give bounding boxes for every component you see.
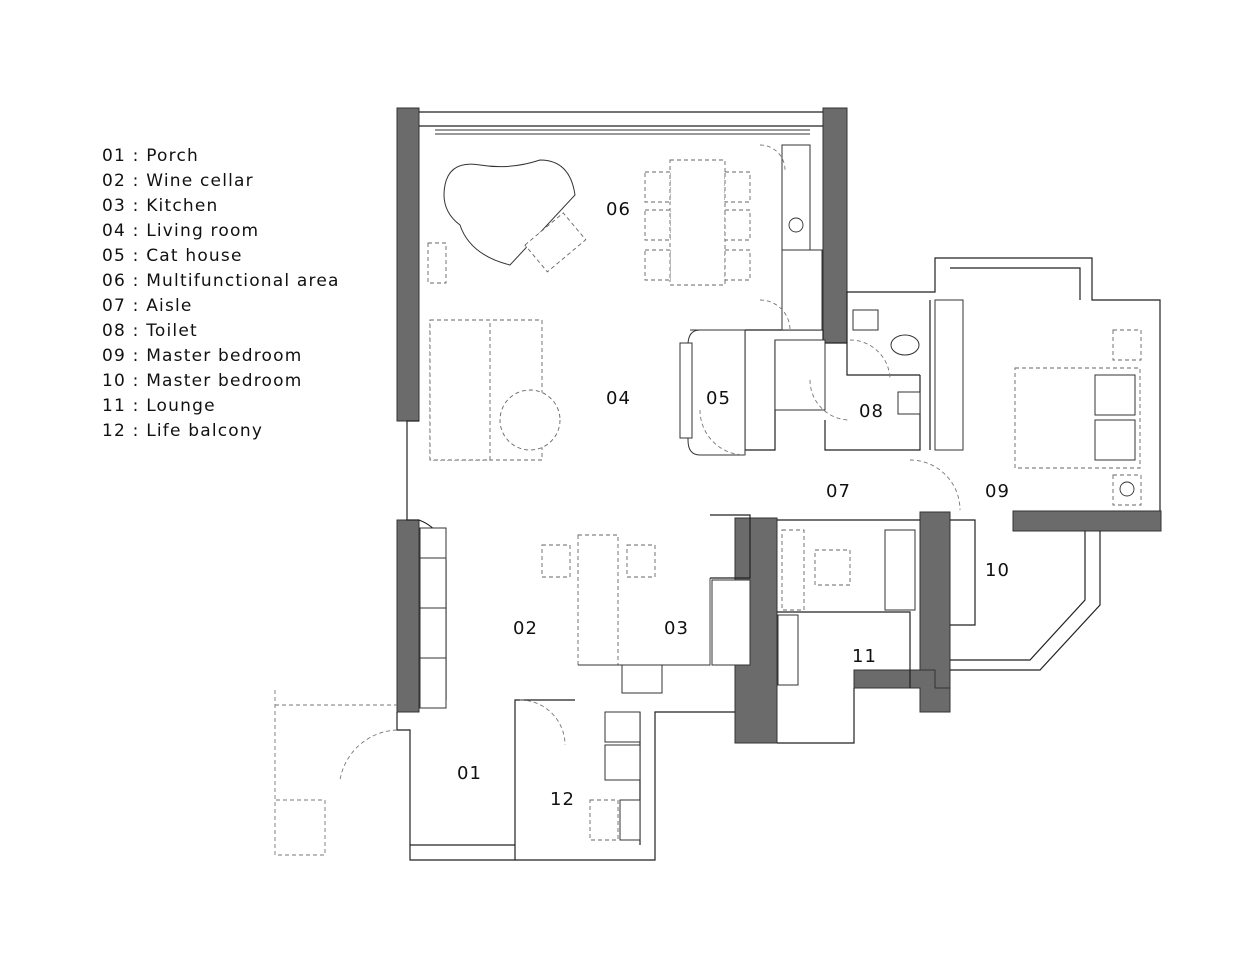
kitchen: [541, 534, 751, 694]
room-label-03: 03: [664, 618, 689, 639]
room-label-01: 01: [457, 763, 482, 784]
envelope-lines: [396, 257, 1161, 861]
room-label-02: 02: [513, 618, 538, 639]
room-label-05: 05: [706, 388, 731, 409]
porch-exterior: [274, 690, 397, 856]
balcony-appliances: [589, 711, 641, 841]
room-label-06: 06: [606, 199, 631, 220]
legend-item: 01 : Porch: [102, 146, 199, 166]
wine-shelves: [419, 527, 447, 709]
legend-item: 09 : Master bedroom: [102, 346, 303, 366]
room-label-04: 04: [606, 388, 631, 409]
room-label-09: 09: [985, 481, 1010, 502]
room-label-08: 08: [859, 401, 884, 422]
room-legend: 01 : Porch 02 : Wine cellar 03 : Kitchen…: [102, 144, 340, 444]
legend-item: 10 : Master bedroom: [102, 371, 303, 391]
room-label-10: 10: [985, 560, 1010, 581]
legend-item: 06 : Multifunctional area: [102, 271, 340, 291]
walls: [396, 107, 1162, 744]
legend-item: 07 : Aisle: [102, 296, 193, 316]
legend-item: 08 : Toilet: [102, 321, 198, 341]
lounge: [777, 529, 916, 686]
dining-table: [644, 144, 823, 331]
legend-item: 11 : Lounge: [102, 396, 216, 416]
legend-item: 05 : Cat house: [102, 246, 243, 266]
legend-item: 04 : Living room: [102, 221, 260, 241]
toilet-fixtures: [852, 309, 921, 415]
living-furniture: [427, 242, 561, 461]
top-window: [419, 111, 823, 135]
room-label-11: 11: [852, 646, 877, 667]
room-labels: 01 02 03 04 05 06 07 08 09 10 11 12: [457, 199, 1010, 810]
legend-item: 03 : Kitchen: [102, 196, 219, 216]
master-bed: [934, 299, 1142, 506]
room-label-07: 07: [826, 481, 851, 502]
piano: [443, 159, 587, 273]
legend-item: 02 : Wine cellar: [102, 171, 254, 191]
doors: [339, 144, 961, 781]
legend-item: 12 : Life balcony: [102, 421, 264, 441]
room-label-12: 12: [550, 789, 575, 810]
